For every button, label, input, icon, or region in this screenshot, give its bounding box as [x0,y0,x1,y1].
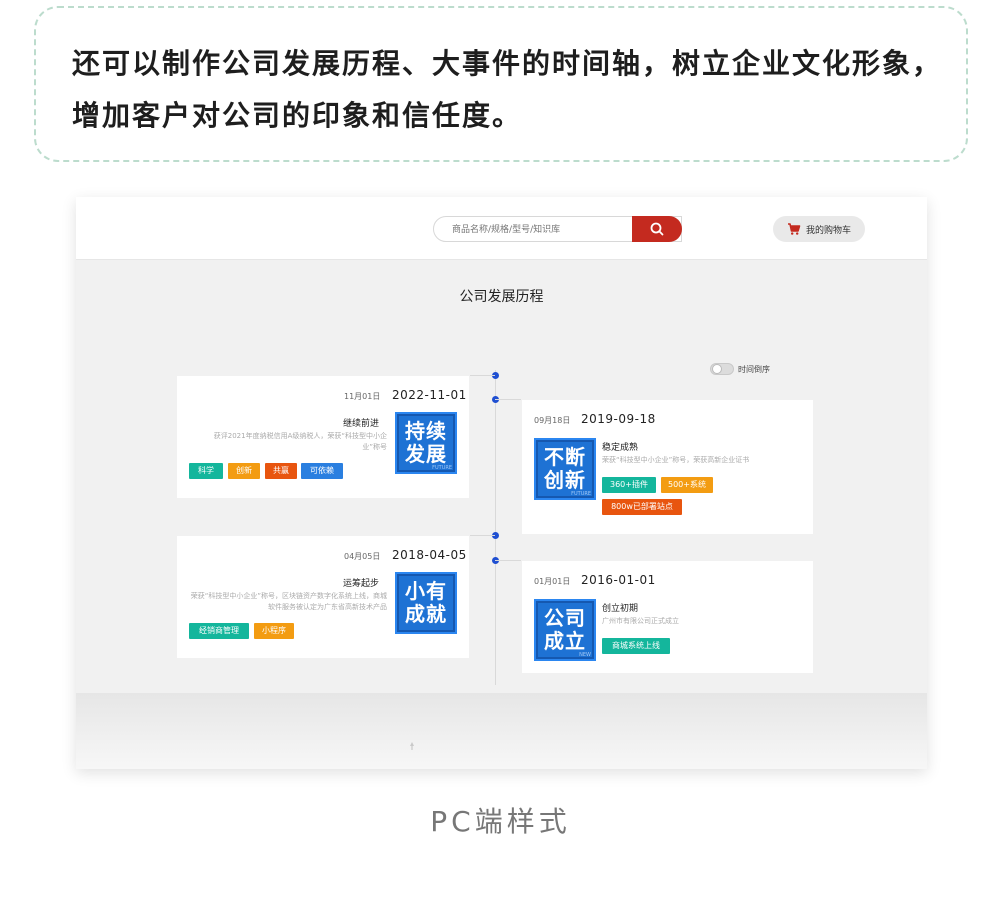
timeline-connector [495,560,521,561]
card-date: 2018-04-05 [392,548,467,562]
toggle-track[interactable] [710,363,734,375]
shopping-cart-icon [788,223,801,235]
timeline-connector [470,375,495,376]
badge-foot: NEW [579,652,591,658]
timeline-axis [495,370,496,685]
card-tag: 商城系统上线 [602,638,670,654]
top-bar: 我的购物车 [76,197,927,260]
page-title: 公司发展历程 [459,289,544,305]
time-order-toggle[interactable]: 时间倒序 [710,363,790,377]
timeline-card-2019[interactable]: 09月18日 2019-09-18 不断 创新 FUTURE 稳定成熟 荣获“科… [522,400,813,534]
card-tag: 科学 [189,463,223,479]
search-button[interactable] [632,216,682,242]
card-date-short: 01月01日 [534,577,571,586]
footer-band [76,693,927,769]
timeline-dot [492,532,499,539]
card-description: 广州市有限公司正式成立 [602,617,679,625]
card-description: 获评2021年度纳税信用A级纳税人，荣获“科技型中小企业”称号 [213,432,387,451]
card-tag: 创新 [228,463,260,479]
card-description: 荣获“科技型中小企业”称号，区块链资产数字化系统上线，商城软件服务被认定为广东省… [190,592,387,611]
timeline-connector [470,535,495,536]
badge-text: 小有 成就 [405,579,447,626]
card-description: 荣获“科技型中小企业”称号，荣获高新企业证书 [602,456,750,464]
milestone-badge: 不断 创新 FUTURE [534,438,596,500]
cart-button[interactable]: 我的购物车 [773,216,865,242]
milestone-badge: 持续 发展 FUTURE [395,412,457,474]
milestone-badge: 公司 成立 NEW [534,599,596,661]
toggle-knob [712,364,722,374]
timeline-connector [495,399,521,400]
timeline-card-2016[interactable]: 01月01日 2016-01-01 公司 成立 NEW 创立初期 广州市有限公司… [522,561,813,673]
pc-preview-screen: 我的购物车 公司发展历程 时间倒序 11月01日 2022-11-01 继续前进… [76,197,927,769]
badge-text: 不断 创新 [544,445,586,492]
toggle-label: 时间倒序 [738,365,770,374]
card-date: 2016-01-01 [581,573,656,587]
scroll-up-icon [410,742,414,750]
cart-label: 我的购物车 [806,226,852,236]
badge-foot: FUTURE [571,491,591,497]
card-date: 2022-11-01 [392,388,467,402]
card-date-short: 04月05日 [344,552,381,561]
intro-text: 还可以制作公司发展历程、大事件的时间轴，树立企业文化形象，增加客户对公司的印象和… [72,47,943,132]
card-date: 2019-09-18 [581,412,656,426]
caption: PC端样式 [430,805,571,838]
badge-foot: FUTURE [432,465,452,471]
card-date-short: 09月18日 [534,416,571,425]
card-tag: 共赢 [265,463,297,479]
badge-text: 持续 发展 [405,419,447,466]
card-heading: 继续前进 [343,419,380,429]
card-heading: 稳定成熟 [602,443,639,453]
badge-text: 公司 成立 [544,606,586,653]
milestone-badge: 小有 成就 [395,572,457,634]
card-heading: 运筹起步 [343,579,380,589]
card-heading: 创立初期 [602,604,639,614]
card-tag: 360+插件 [602,477,656,493]
search-icon [650,222,664,236]
intro-callout: 还可以制作公司发展历程、大事件的时间轴，树立企业文化形象，增加客户对公司的印象和… [34,6,968,162]
timeline-card-2018[interactable]: 04月05日 2018-04-05 运筹起步 荣获“科技型中小企业”称号，区块链… [177,536,469,658]
card-tag: 可依赖 [301,463,343,479]
card-tag: 小程序 [254,623,294,639]
card-tag: 800w已部署站点 [602,499,682,515]
card-date-short: 11月01日 [344,392,381,401]
timeline-dot [492,372,499,379]
timeline-card-2022[interactable]: 11月01日 2022-11-01 继续前进 获评2021年度纳税信用A级纳税人… [177,376,469,498]
card-tag: 经销商管理 [189,623,249,639]
card-tag: 500+系统 [661,477,713,493]
